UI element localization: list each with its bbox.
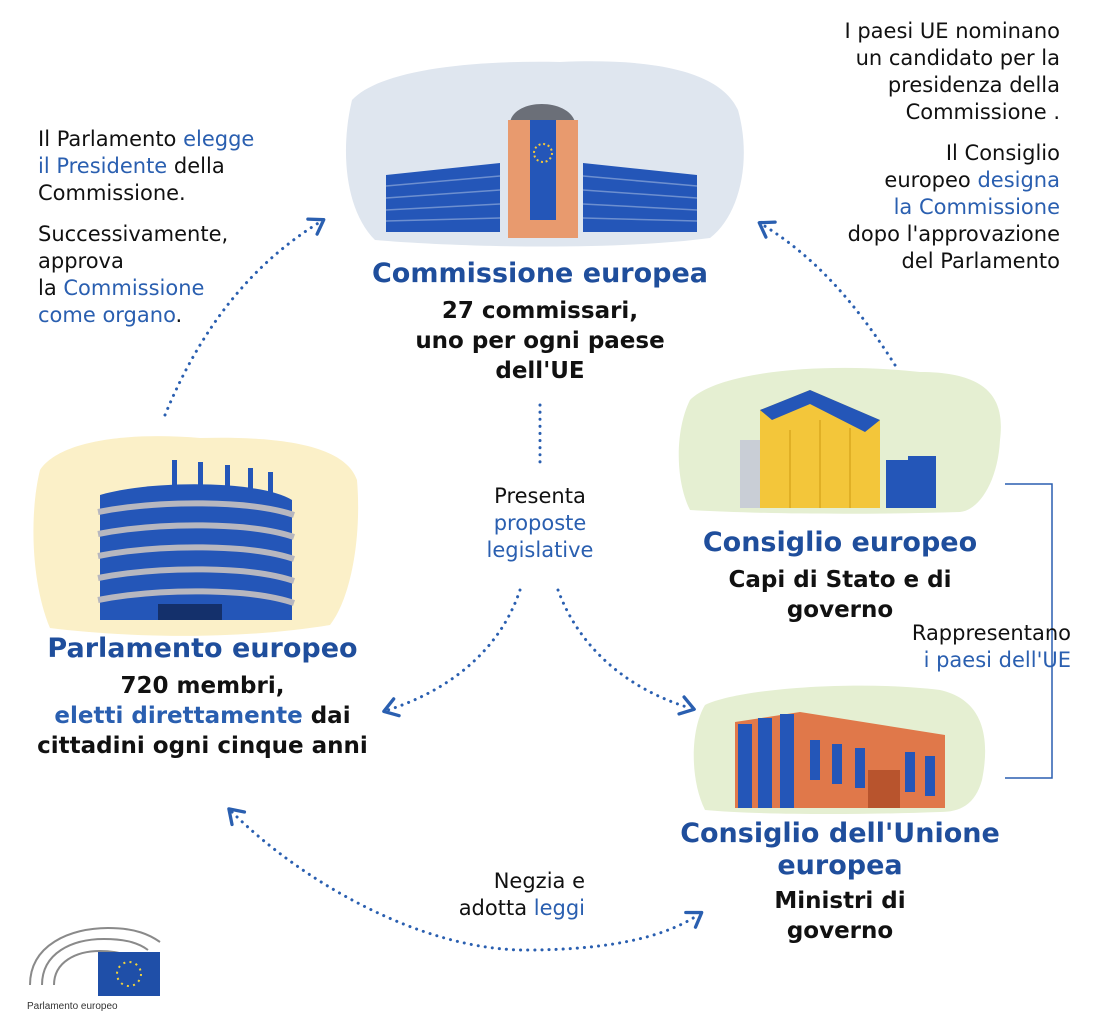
note-countries-line4: Commissione . [905, 100, 1060, 124]
council-eu-desc: Ministri di governo [660, 886, 1020, 946]
council-eu-title-line2: europea [777, 850, 903, 881]
arrow-council-to-commission [757, 220, 897, 367]
parliament-logo [29, 926, 161, 996]
commission-desc-line1: 27 commissari, [441, 298, 639, 324]
note-countries-line6-a: europeo [884, 168, 978, 192]
arrow-parliament-council-eu-codecision [227, 807, 704, 952]
arrow-parliament-to-commission [163, 217, 326, 417]
parliament-block: Parlamento europeo 720 membri, eletti di… [20, 633, 385, 761]
note-countries-line2: un candidato per la [855, 46, 1060, 70]
commission-title: Commissione europea [371, 258, 709, 289]
parliament-desc-line3: cittadini ogni cinque anni [37, 733, 368, 759]
note-parliament-line6: la Commissione [38, 275, 298, 302]
councils-bracket [1005, 483, 1053, 779]
note-presents-line2: proposte [493, 511, 587, 535]
note-parliament-commission: Commissione [63, 276, 205, 300]
note-represent-line2: i paesi dell'UE [923, 648, 1071, 672]
arrow-proposals-to-parliament [382, 588, 522, 718]
note-parliament-line5: approva [38, 249, 124, 273]
note-parliament-line3: Commissione. [38, 181, 186, 205]
european-council-building-illustration [678, 367, 1001, 514]
european-council-title: Consiglio europeo [702, 527, 978, 558]
note-parliament-line7-b: . [175, 303, 183, 327]
note-presents-line3: legislative [486, 538, 594, 562]
european-council-block: Consiglio europeo Capi di Stato e di gov… [690, 527, 990, 625]
council-eu-building-illustration [693, 685, 986, 815]
council-eu-desc-line2: governo [786, 918, 894, 944]
council-eu-desc-line1: Ministri di [774, 888, 906, 914]
parliament-desc-line2-rest: dai [302, 703, 351, 729]
note-parliament-line4: Successivamente, [38, 222, 229, 246]
note-parliament-line7: come organo. [38, 302, 298, 329]
note-parliament-as-body: come organo [38, 303, 176, 327]
note-represent-countries: Rappresentano i paesi dell'UE [893, 620, 1071, 674]
note-parliament-elects: Il Parlamento elegge il Presidente della… [38, 126, 298, 329]
commission-desc-line2: uno per ogni paese [415, 328, 665, 354]
note-countries-designates: designa [977, 168, 1060, 192]
note-parliament-line2: il Presidente della [38, 153, 298, 180]
council-eu-block: Consiglio dell'Unione europea Ministri d… [660, 818, 1020, 946]
parliament-title: Parlamento europeo [47, 633, 358, 664]
flow-arrows [163, 217, 897, 952]
note-countries-line8: dopo l'approvazione [847, 222, 1060, 246]
note-parliament-elects-word: elegge [183, 127, 255, 151]
note-parliament-president: il Presidente [38, 154, 168, 178]
european-council-desc-line2: governo [786, 597, 894, 623]
logo-caption: Parlamento europeo [27, 1001, 118, 1012]
commission-desc-line3: dell'UE [495, 358, 585, 384]
note-countries-line3: presidenza della [887, 73, 1060, 97]
note-negotiate-line2-a: adotta [458, 896, 534, 920]
note-countries-line1: I paesi UE nominano [844, 19, 1060, 43]
note-parliament-line1: Il Parlamento elegge [38, 126, 298, 153]
parliament-building-illustration [33, 436, 359, 636]
parliament-elected-directly: eletti direttamente [54, 703, 303, 729]
note-negotiate-line1: Negzia e [493, 869, 585, 893]
note-represent-line1: Rappresentano [911, 621, 1071, 645]
european-council-desc: Capi di Stato e di governo [690, 565, 990, 625]
note-countries-line9: del Parlamento [901, 249, 1060, 273]
european-council-desc-line1: Capi di Stato e di [728, 567, 952, 593]
note-parliament-line1-a: Il Parlamento [38, 127, 184, 151]
parliament-desc-line1: 720 membri, [120, 673, 285, 699]
note-presents-proposals: Presenta proposte legislative [440, 483, 640, 564]
note-parliament-line6-a: la [38, 276, 64, 300]
note-countries-line5: Il Consiglio [945, 141, 1060, 165]
note-countries-line7: la Commissione [893, 195, 1060, 219]
note-countries-nominate: I paesi UE nominano un candidato per la … [760, 18, 1060, 275]
commission-building-illustration [345, 61, 744, 247]
commission-desc: 27 commissari, uno per ogni paese dell'U… [330, 296, 750, 386]
parliament-desc-line2: eletti direttamente dai [20, 701, 385, 731]
parliament-desc: 720 membri, eletti direttamente dai citt… [20, 671, 385, 761]
note-parliament-line2-b: della [167, 154, 225, 178]
council-eu-title-line1: Consiglio dell'Unione [680, 818, 1000, 849]
note-negotiate-line2: adotta leggi [400, 895, 585, 922]
note-negotiate-adopt: Negzia e adotta leggi [400, 868, 585, 922]
commission-block: Commissione europea 27 commissari, uno p… [330, 258, 750, 386]
note-negotiate-laws: leggi [533, 896, 585, 920]
note-presents-line1: Presenta [494, 484, 586, 508]
note-countries-line6: europeo designa [760, 167, 1060, 194]
arrow-proposals-to-council-eu [556, 588, 696, 716]
